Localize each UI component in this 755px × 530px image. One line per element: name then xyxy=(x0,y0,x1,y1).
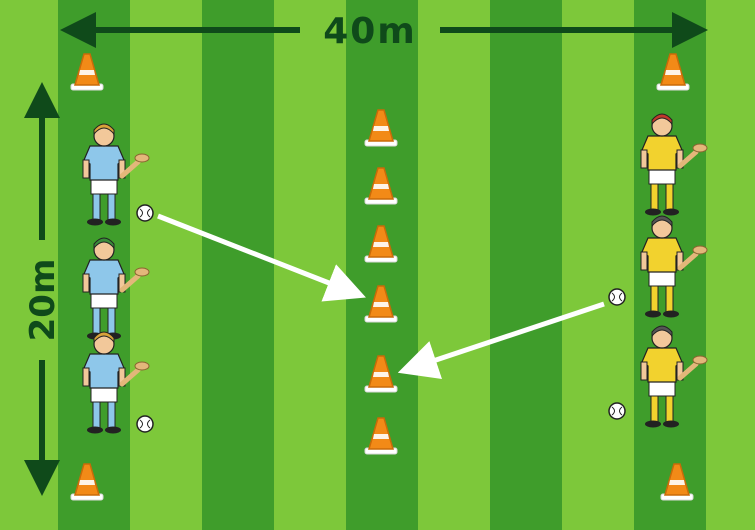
center-cone-icon-6 xyxy=(364,417,398,455)
corner-cone-icon-2 xyxy=(656,53,690,91)
ball-icon-4 xyxy=(608,402,626,420)
center-cone-icon-4 xyxy=(364,285,398,323)
corner-cone-icon-1 xyxy=(70,53,104,91)
grass-stripe-2 xyxy=(202,0,274,530)
pass-arrow-right xyxy=(397,301,605,380)
yellow-player-icon-2 xyxy=(640,215,708,318)
hurley-icon xyxy=(119,153,150,179)
ball-icon-1 xyxy=(136,204,154,222)
center-cone-icon-5 xyxy=(364,355,398,393)
corner-cone-icon-3 xyxy=(70,463,104,501)
pass-arrows xyxy=(157,213,605,380)
hurley-icon xyxy=(119,361,150,387)
center-cone-icon-3 xyxy=(364,225,398,263)
ball-icon-2 xyxy=(136,415,154,433)
width-measure-label: 40m xyxy=(323,11,417,52)
hurley-icon xyxy=(677,355,708,381)
hurley-icon xyxy=(677,245,708,271)
blue-player-icon-3 xyxy=(82,331,150,434)
corner-cone-icon-4 xyxy=(660,463,694,501)
players-layer xyxy=(82,113,708,434)
cones-layer xyxy=(70,53,694,501)
blue-player-icon-1 xyxy=(82,123,150,226)
center-cone-icon-1 xyxy=(364,109,398,147)
balls-layer xyxy=(136,204,626,433)
yellow-player-icon-1 xyxy=(640,113,708,216)
ball-icon-3 xyxy=(608,288,626,306)
center-cone-icon-2 xyxy=(364,167,398,205)
hurley-icon xyxy=(677,143,708,169)
width-measure: 40m xyxy=(60,11,708,52)
grass-stripe-4 xyxy=(490,0,562,530)
blue-player-icon-2 xyxy=(82,237,150,340)
yellow-player-icon-3 xyxy=(640,325,708,428)
height-measure-label: 20m xyxy=(23,259,63,342)
height-measure: 20m xyxy=(23,82,63,496)
pass-arrow-left xyxy=(157,213,366,302)
hurley-icon xyxy=(119,267,150,293)
